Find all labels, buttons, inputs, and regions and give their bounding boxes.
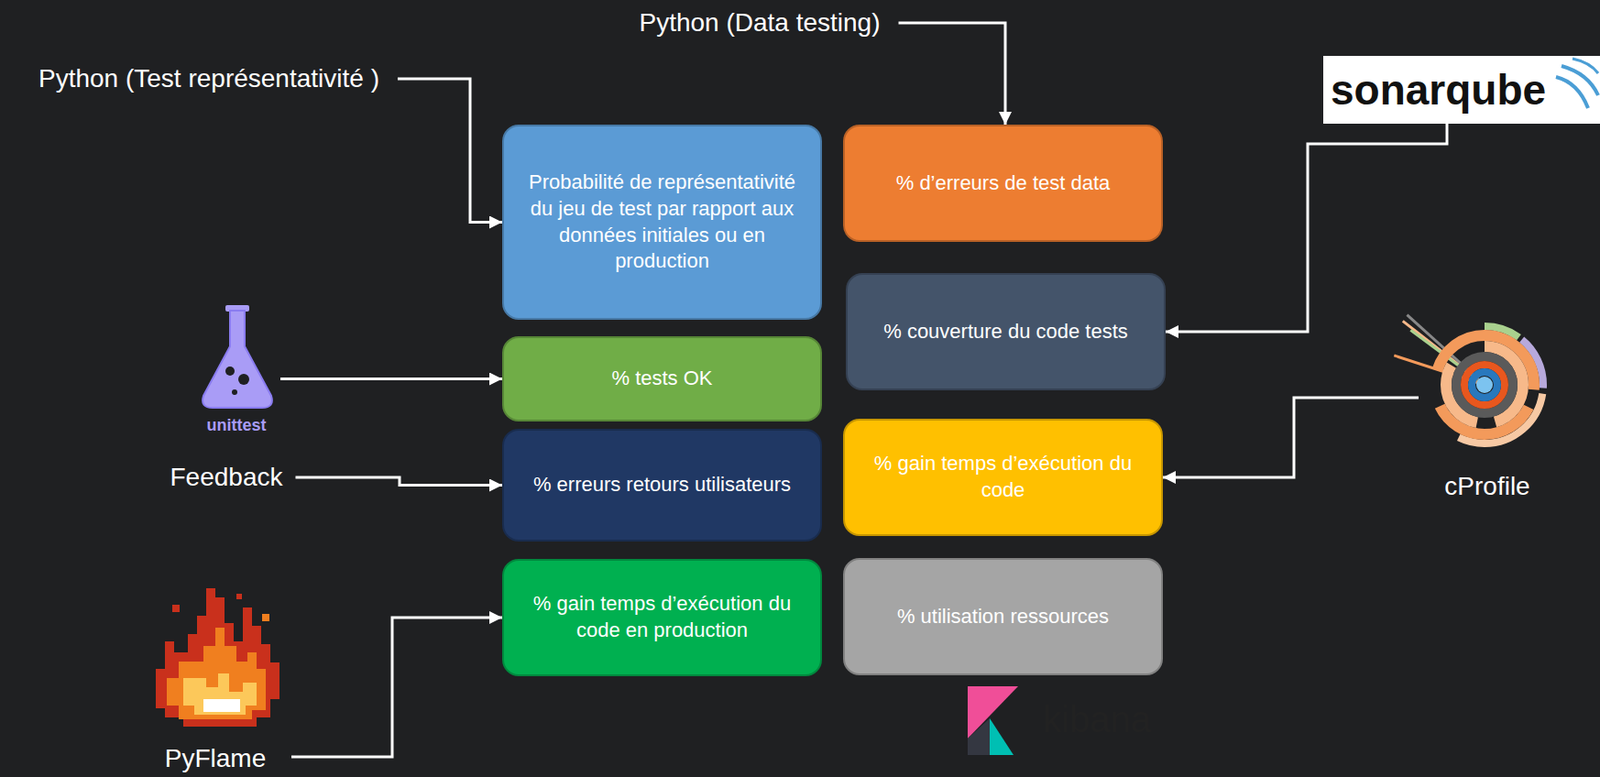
metric-box: % utilisation ressources	[843, 558, 1163, 676]
cprofile-sunburst-icon-part	[1456, 356, 1513, 414]
cprofile-sunburst-icon-part	[1435, 335, 1535, 435]
tool-label: Python (Data testing)	[638, 7, 880, 39]
sonarqube-logo-part	[1561, 65, 1599, 96]
pyflame-fire-icon-part	[203, 699, 241, 713]
connector-arrow	[280, 377, 503, 381]
cprofile-sunburst-icon-part	[1425, 326, 1544, 444]
metric-box: % gain temps d’exécution du code	[843, 418, 1163, 537]
tool-label: Python (Test représentativité )	[38, 63, 380, 95]
node-text: unittest	[207, 416, 267, 436]
metric-box: % tests OK	[502, 336, 822, 422]
tool-label: Feedback	[170, 461, 284, 494]
pyflame-fire-icon-part	[236, 593, 242, 600]
cprofile-sunburst-icon-part	[1425, 326, 1544, 444]
tool-icon-node: cProfile	[1418, 316, 1557, 502]
pyflame-fire-icon-part	[262, 613, 270, 622]
unittest-flask-icon-part	[202, 310, 273, 408]
unittest-flask-icon	[202, 305, 273, 408]
node-text: % gain temps d’exécution du code en prod…	[527, 591, 797, 644]
pyflame-fire-icon-part	[183, 673, 257, 715]
metric-box: % erreurs retours utilisateurs	[502, 428, 822, 542]
node-text: Python (Data testing)	[638, 7, 880, 39]
connector-arrow	[898, 22, 1006, 125]
node-text: Probabilité de représentativité du jeu d…	[527, 169, 797, 274]
pyflame-fire-icon	[155, 588, 280, 727]
sonarqube-logo	[1323, 55, 1600, 124]
metric-box: % gain temps d’exécution du code en prod…	[502, 558, 822, 677]
metric-box: % d’erreurs de test data	[843, 124, 1163, 242]
tool-logo-node: sonarqube	[1323, 55, 1600, 124]
node-text: % tests OK	[527, 365, 797, 393]
node-text: % couverture du code tests	[871, 318, 1140, 346]
unittest-flask-icon-part	[231, 389, 238, 395]
connector-arrow	[1162, 397, 1419, 478]
node-text: Python (Test représentativité )	[38, 63, 380, 95]
node-text: sonarqube	[1330, 68, 1546, 111]
unittest-flask-icon-part	[238, 373, 250, 385]
node-text: % utilisation ressources	[868, 603, 1138, 631]
metric-box: % couverture du code tests	[845, 273, 1166, 391]
connector-arrow	[397, 78, 503, 223]
node-text: kibana	[1042, 701, 1151, 738]
cprofile-sunburst-icon-part	[1464, 364, 1505, 406]
node-text: cProfile	[1444, 472, 1530, 502]
node-text: PyFlame	[164, 745, 266, 774]
metric-box: Probabilité de représentativité du jeu d…	[502, 124, 822, 320]
cprofile-sunburst-icon-part	[1476, 376, 1493, 394]
cprofile-sunburst-icon-part	[1446, 346, 1524, 424]
node-text: % d’erreurs de test data	[868, 170, 1138, 198]
kibana-logo-part	[989, 718, 1014, 756]
cprofile-sunburst-icon-part	[1471, 372, 1498, 398]
connector-arrow	[295, 477, 503, 486]
node-text: % erreurs retours utilisateurs	[527, 471, 797, 499]
tool-icon-node: unittest	[192, 306, 281, 436]
sonarqube-logo-part	[1556, 76, 1589, 109]
node-text: % gain temps d’exécution du code	[868, 450, 1138, 504]
cprofile-sunburst-icon	[1393, 302, 1544, 444]
pyflame-fire-icon-part	[166, 627, 266, 720]
node-text: Feedback	[170, 461, 284, 494]
dashboard-panel: kibana Probabilité de représentativité du…	[379, 81, 1292, 761]
tool-icon-node: PyFlame	[146, 588, 285, 774]
panel-outline-rect	[380, 82, 1291, 760]
unittest-flask-icon-part	[225, 366, 235, 376]
kibana-logo-part	[967, 718, 990, 756]
kibana-logo	[967, 686, 1019, 756]
sonarqube-logo-part	[1572, 58, 1599, 74]
connector-arrow	[1165, 123, 1447, 332]
connector-arrow	[291, 617, 503, 757]
cprofile-sunburst-icon-part	[1425, 326, 1544, 444]
pyflame-fire-icon-part	[172, 604, 180, 613]
sonarqube-logo-part	[1323, 55, 1600, 124]
pyflame-fire-icon-part	[155, 588, 280, 727]
